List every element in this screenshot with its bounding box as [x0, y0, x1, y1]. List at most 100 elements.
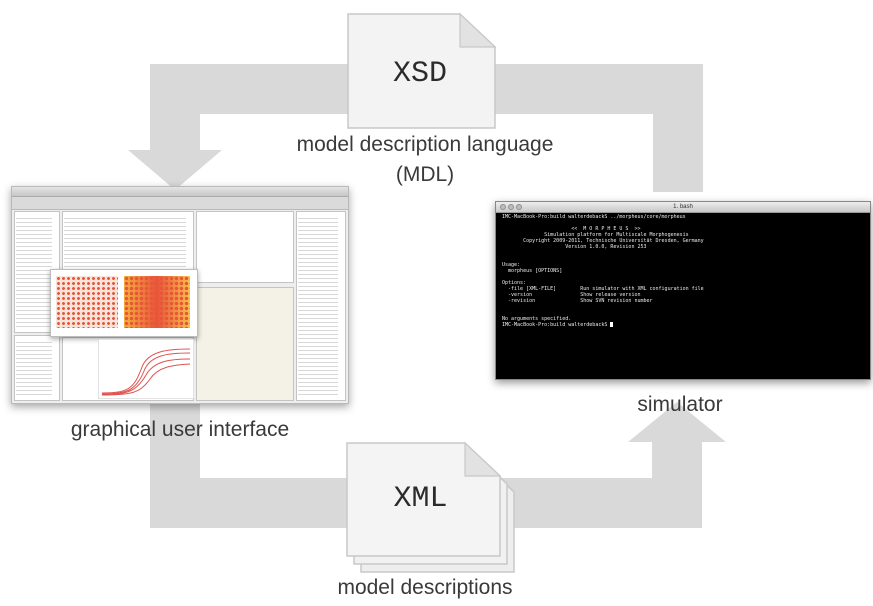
- gui-row-line: [16, 318, 52, 319]
- gui-row-line: [298, 250, 338, 251]
- terminal-line: No arguments specified.: [502, 316, 572, 322]
- gui-docs-pane: [196, 287, 294, 401]
- gui-row-line: [298, 306, 338, 307]
- gui-row-line: [298, 390, 338, 391]
- gui-row-line: [64, 262, 186, 263]
- terminal-line: -file [XML-FILE] Run simulator with XML …: [502, 286, 704, 292]
- gui-row-line: [64, 230, 186, 231]
- gui-row-line: [298, 350, 338, 351]
- gui-row-line: [298, 230, 338, 231]
- terminal-cursor: [610, 322, 614, 327]
- gui-row-line: [16, 226, 52, 227]
- gui-row-line: [298, 294, 338, 295]
- gui-row-line: [64, 234, 186, 235]
- gui-row-line: [64, 254, 186, 255]
- terminal-line: Usage:: [502, 262, 521, 268]
- gui-row-line: [298, 366, 338, 367]
- arrow-bottom-right-vertical: [652, 440, 702, 528]
- gui-row-line: [16, 266, 52, 267]
- arrow-top-left-vertical: [150, 64, 200, 150]
- gui-row-line: [16, 254, 52, 255]
- gui-row-line: [298, 262, 338, 263]
- gui-row-line: [298, 318, 338, 319]
- lattice-view-right: [124, 276, 190, 328]
- terminal-minimize-dot: [508, 204, 514, 210]
- curves-plot: [98, 339, 194, 399]
- gui-row-line: [298, 386, 338, 387]
- gui-row-line: [16, 390, 52, 391]
- gui-row-line: [298, 254, 338, 255]
- gui-row-line: [16, 290, 52, 291]
- gui-row-line: [298, 270, 338, 271]
- gui-row-line: [298, 222, 338, 223]
- gui-row-line: [298, 258, 338, 259]
- gui-row-line: [16, 238, 52, 239]
- terminal-title: 1. bash: [673, 204, 693, 210]
- gui-row-line: [16, 310, 52, 311]
- terminal-line: Version 1.0.0, Revision 253: [502, 244, 647, 250]
- gui-row-line: [16, 298, 52, 299]
- gui-row-line: [16, 374, 52, 375]
- gui-row-line: [298, 322, 338, 323]
- gui-row-line: [298, 238, 338, 239]
- lattice-popup: [50, 269, 198, 337]
- gui-row-line: [16, 250, 52, 251]
- gui-row-line: [298, 370, 338, 371]
- gui-row-line: [64, 218, 186, 219]
- gui-row-line: [16, 354, 52, 355]
- gui-row-line: [298, 354, 338, 355]
- gui-row-line: [16, 270, 52, 271]
- gui-row-line: [16, 286, 52, 287]
- terminal-output: IMC-MacBook-Pro:build walterdebackS ../m…: [502, 214, 864, 328]
- terminal-line: Copyright 2009-2011, Technische Universi…: [502, 238, 704, 244]
- xsd-label: XSD: [392, 57, 447, 91]
- gui-row-line: [16, 302, 52, 303]
- gui-editor-pane: [196, 211, 294, 283]
- gui-row-line: [16, 326, 52, 327]
- gui-row-line: [16, 294, 52, 295]
- gui-row-line: [298, 218, 338, 219]
- gui-row-line: [16, 230, 52, 231]
- arrow-top-right-vertical: [653, 64, 703, 192]
- gui-row-line: [16, 314, 52, 315]
- gui-row-line: [298, 326, 338, 327]
- xml-label: XML: [393, 482, 448, 516]
- gui-row-line: [64, 258, 186, 259]
- gui-row-line: [16, 350, 52, 351]
- gui-row-line: [16, 306, 52, 307]
- lattice-view-left: [56, 276, 118, 328]
- gui-row-line: [16, 394, 52, 395]
- gui-row-line: [298, 314, 338, 315]
- gui-row-line: [298, 302, 338, 303]
- terminal-line: IMC-MacBook-Pro:build walterdebackS ../m…: [502, 214, 686, 220]
- gui-row-line: [16, 282, 52, 283]
- gui-row-line: [298, 290, 338, 291]
- gui-row-line: [64, 250, 186, 251]
- gui-row-line: [16, 322, 52, 323]
- gui-row-line: [16, 386, 52, 387]
- terminal-window: 1. bash IMC-MacBook-Pro:build walterdeba…: [495, 201, 871, 380]
- gui-row-line: [64, 226, 186, 227]
- gui-row-line: [298, 234, 338, 235]
- gui-row-line: [16, 242, 52, 243]
- gui-row-line: [298, 242, 338, 243]
- gui-row-line: [298, 298, 338, 299]
- gui-row-line: [16, 342, 52, 343]
- arrow-top-left-head: [128, 150, 222, 190]
- gui-row-line: [298, 310, 338, 311]
- mdl-label-line1: model description language: [296, 133, 554, 156]
- mdl-label-line2: (MDL): [395, 163, 455, 186]
- gui-row-line: [298, 274, 338, 275]
- gui-row-line: [64, 246, 186, 247]
- gui-bottom-left-pane: [14, 335, 60, 401]
- gui-screenshot: [11, 186, 349, 404]
- terminal-line: -revision Show SVN revision number: [502, 298, 653, 304]
- gui-row-line: [16, 366, 52, 367]
- gui-label: graphical user interface: [70, 418, 290, 441]
- gui-row-line: [298, 334, 338, 335]
- terminal-title-bar: 1. bash: [496, 202, 870, 213]
- gui-row-line: [16, 358, 52, 359]
- gui-row-line: [298, 286, 338, 287]
